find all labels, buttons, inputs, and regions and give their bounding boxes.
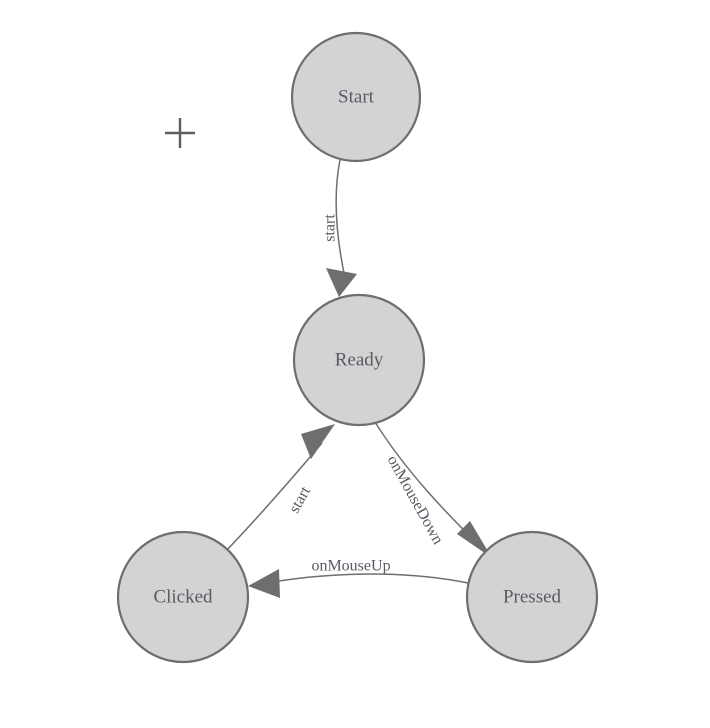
node-clicked[interactable]: Clicked (116, 530, 250, 664)
node-pressed-circle[interactable] (465, 530, 599, 664)
edge-clicked-to-ready[interactable]: start (225, 424, 335, 552)
node-start-label: Start (338, 87, 375, 108)
node-ready-label: Ready (335, 350, 384, 371)
edge-label-ready-to-pressed: onMouseDown (384, 453, 447, 548)
edge-label-clicked-to-ready: start (286, 483, 314, 516)
node-pressed-label: Pressed (503, 587, 562, 608)
edge-pressed-to-clicked[interactable]: onMouseUp (248, 558, 469, 599)
edge-start-to-ready[interactable]: start (322, 159, 358, 297)
node-clicked-label: Clicked (153, 587, 213, 608)
node-ready[interactable]: Ready (292, 293, 426, 427)
node-ready-circle[interactable] (292, 293, 426, 427)
node-pressed[interactable]: Pressed (465, 530, 599, 664)
node-clicked-circle[interactable] (116, 530, 250, 664)
edge-label-pressed-to-clicked: onMouseUp (311, 558, 390, 575)
node-start-circle[interactable] (290, 31, 422, 163)
crosshair-icon (165, 118, 195, 148)
edge-ready-to-pressed[interactable]: onMouseDown (374, 421, 492, 558)
node-start[interactable]: Start (290, 31, 422, 163)
edge-label-start-to-ready: start (322, 214, 339, 242)
